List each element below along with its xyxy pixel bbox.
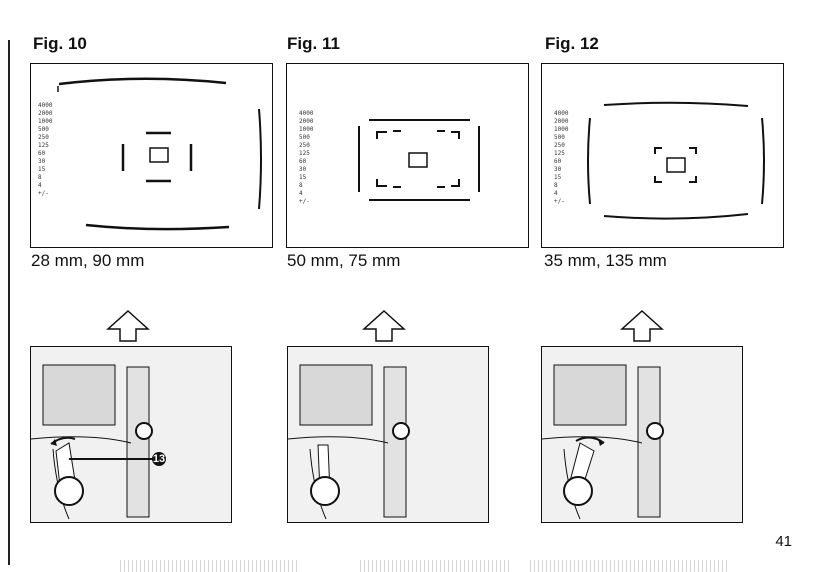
camera-illustration-fig-11 bbox=[287, 346, 489, 523]
page-edge bbox=[8, 40, 10, 565]
up-arrow-icon bbox=[104, 309, 152, 343]
scan-noise bbox=[120, 560, 300, 572]
fig-11-title: Fig. 11 bbox=[287, 34, 340, 54]
frame-lines-fig-10 bbox=[31, 64, 272, 247]
callout-marker: 13 bbox=[152, 452, 166, 466]
fig-11-caption: 50 mm, 75 mm bbox=[287, 251, 400, 271]
frame-lines-fig-12 bbox=[542, 64, 783, 247]
camera-illustration-fig-10: 13 bbox=[30, 346, 232, 523]
camera-illustration-fig-12 bbox=[541, 346, 743, 523]
scan-noise bbox=[360, 560, 510, 572]
fig-12-title: Fig. 12 bbox=[545, 34, 599, 54]
page-number: 41 bbox=[775, 533, 792, 550]
fig-10-caption: 28 mm, 90 mm bbox=[31, 251, 144, 271]
fig-10-title: Fig. 10 bbox=[33, 34, 87, 54]
frame-lines-fig-11 bbox=[287, 64, 528, 247]
up-arrow-icon bbox=[618, 309, 666, 343]
fig-12-caption: 35 mm, 135 mm bbox=[544, 251, 667, 271]
scan-noise bbox=[530, 560, 730, 572]
up-arrow-icon bbox=[360, 309, 408, 343]
